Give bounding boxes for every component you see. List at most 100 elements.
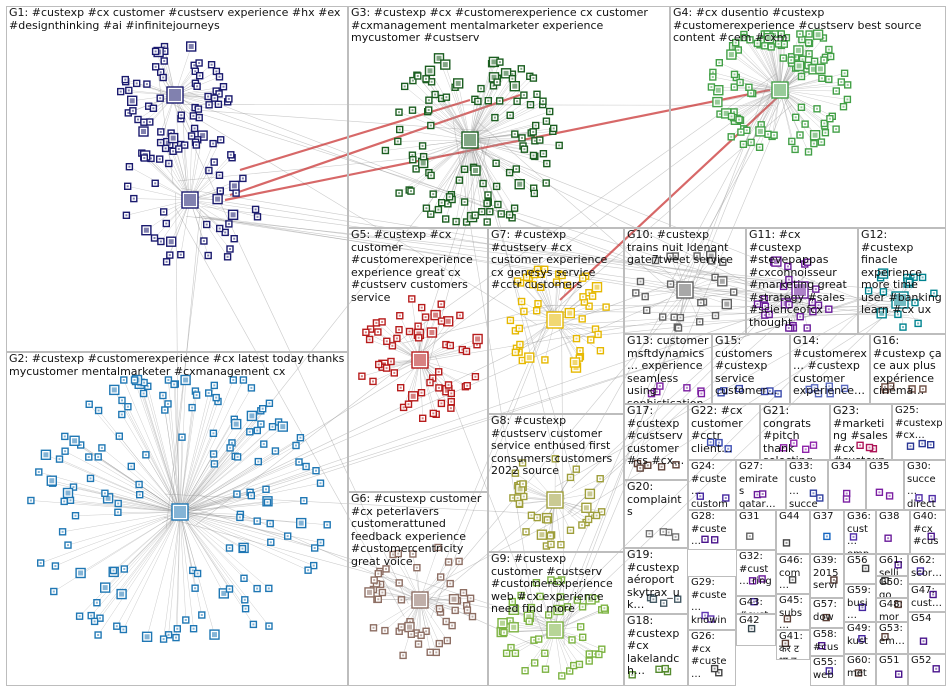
group-label-g4: G4: #cx dusentio #custexp #customerexper…: [673, 7, 943, 45]
group-label-g53: G53: em…: [879, 623, 905, 648]
group-panel-g8: G8: #custexp #custserv customer service …: [488, 414, 624, 552]
group-label-g14: G14: #customerex… #custexp customer expe…: [793, 335, 867, 398]
group-label-g48: G48: mor…: [879, 599, 905, 622]
group-panel-g34: G34: [828, 460, 866, 510]
group-panel-g36: G36: cust… emp…: [844, 510, 876, 554]
group-panel-g17: G17: #custexp #custserv customer #cs #cx…: [624, 404, 688, 480]
group-panel-g56: G56: [844, 554, 876, 584]
group-panel-g49: G49: kust…: [844, 622, 876, 654]
group-label-g62: G62: scor…: [911, 555, 943, 580]
group-label-g56: G56: [847, 555, 873, 568]
group-label-g24: G24: #custe… custom… employ…: [691, 461, 733, 510]
group-label-g51: G51: [879, 655, 905, 668]
group-label-g1: G1: #custexp #cx customer #custserv expe…: [9, 7, 345, 32]
group-label-g9: G9: #custexp customer #custserv #custome…: [491, 553, 621, 616]
group-panel-g48: G48: mor…: [876, 598, 908, 622]
group-label-g27: G27: emirates qatar…: [739, 461, 783, 510]
group-label-g47: G47: cust…: [911, 585, 943, 610]
group-panel-g11: G11: #cx #custexp #stevepappas #cxconnoi…: [746, 228, 858, 334]
group-panel-g20: G20: complaints: [624, 480, 688, 548]
group-label-g6: G6: #custexp customer #cx peterlavers cu…: [351, 493, 485, 568]
group-panel-g61: G61: selli…: [876, 554, 908, 576]
group-panel-g25: G25: #custexp #cx…: [892, 404, 946, 460]
group-panel-g43: G43: #cust…: [736, 596, 776, 614]
group-label-g33: G33: custo… succe…: [789, 461, 825, 510]
group-label-g36: G36: cust… emp…: [847, 511, 873, 554]
group-label-g61: G61: selli…: [879, 555, 905, 576]
group-panel-g62: G62: scor…: [908, 554, 946, 584]
group-panel-g37: G37: [810, 510, 844, 554]
group-label-g57: G57: dow…: [813, 599, 841, 628]
group-panel-g38: G38: [876, 510, 910, 554]
group-label-g60: G60: met…: [847, 655, 873, 686]
group-label-g32: G32: #cust… ring: [739, 551, 773, 589]
group-panel-g16: G16: #custexp ça ce aux plus expérience …: [870, 334, 946, 404]
group-label-g19: G19: #custexp aéroport skytrax_uk…: [627, 549, 685, 612]
group-panel-g54: G54: [908, 612, 946, 654]
group-panel-g12: G12: #custexp finacle experience more ti…: [858, 228, 946, 334]
group-panel-g44: G44: [776, 510, 810, 554]
group-panel-g41: G41: कर ट था ह…: [776, 630, 810, 660]
group-panel-g18: G18: #custexp #cx lakelandch…: [624, 614, 688, 686]
group-label-g28: G28: #custe… #cctr…: [691, 511, 733, 550]
group-label-g7: G7: #custexp #custserv #cx customer expe…: [491, 229, 621, 292]
group-panel-g15: G15: customers #custexp service customer…: [712, 334, 790, 404]
group-panel-g53: G53: em…: [876, 622, 908, 654]
group-panel-g40: G40: #cx #cus…: [910, 510, 946, 554]
group-panel-g31: G31: [736, 510, 776, 550]
group-label-g18: G18: #custexp #cx lakelandch…: [627, 615, 685, 678]
group-label-g26: G26: #cx #custe…: [691, 631, 733, 681]
group-panel-g42: G42: [736, 614, 776, 646]
group-panel-g39: G39: 2015 servi…: [810, 554, 844, 598]
group-panel-g27: G27: emirates qatar…: [736, 460, 786, 510]
group-panel-g24: G24: #custe… custom… employ…: [688, 460, 736, 510]
group-panel-g32: G32: #cust… ring: [736, 550, 776, 596]
group-label-g30: G30: succe… direct…: [907, 461, 943, 510]
group-panel-g26: G26: #cx #custe…: [688, 630, 736, 686]
group-panel-g60: G60: met…: [844, 654, 876, 686]
group-panel-g10: G10: #custexp trains nuit ldenant gate7t…: [624, 228, 746, 334]
group-label-g38: G38: [879, 511, 907, 524]
group-panel-g22: G22: #cx customer #cctr client…: [688, 404, 760, 460]
group-panel-g9: G9: #custexp customer #custserv #custome…: [488, 552, 624, 686]
group-label-g8: G8: #custexp #custserv customer service …: [491, 415, 621, 478]
group-label-g23: G23: #marketing #sales #cx #custexp…: [833, 405, 889, 460]
group-label-g39: G39: 2015 servi…: [813, 555, 841, 598]
group-label-g16: G16: #custexp ça ce aux plus expérience …: [873, 335, 943, 398]
group-panel-g19: G19: #custexp aéroport skytrax_uk…: [624, 548, 688, 614]
group-label-g29: G29: #custe… knowin…: [691, 577, 733, 630]
group-panel-g1: G1: #custexp #cx customer #custserv expe…: [6, 6, 348, 352]
group-panel-g58: G58: #cus…: [810, 628, 844, 656]
group-panel-g45: G45: subs… sam…: [776, 594, 810, 630]
group-label-g59: G59: busi…: [847, 585, 873, 622]
group-label-g58: G58: #cus…: [813, 629, 841, 656]
group-panel-g55: G55: web…: [810, 656, 844, 686]
group-label-g49: G49: kust…: [847, 623, 873, 654]
group-label-g11: G11: #cx #custexp #stevepappas #cxconnoi…: [749, 229, 855, 329]
group-label-g45: G45: subs… sam…: [779, 595, 807, 630]
group-panel-g29: G29: #custe… knowin…: [688, 576, 736, 630]
group-label-g20: G20: complaints: [627, 481, 685, 519]
group-label-g2: G2: #custexp #customerexperience #cx lat…: [9, 353, 345, 378]
group-label-g13: G13: customer msftdynamics… experience s…: [627, 335, 709, 404]
group-panel-g4: G4: #cx dusentio #custexp #customerexper…: [670, 6, 946, 228]
group-label-g44: G44: [779, 511, 807, 524]
group-panel-g23: G23: #marketing #sales #cx #custexp…: [830, 404, 892, 460]
group-label-g34: G34: [831, 461, 863, 474]
group-label-g25: G25: #custexp #cx…: [895, 405, 943, 443]
group-label-g50: G50: go: [879, 577, 905, 598]
group-label-g5: G5: #custexp #cx customer #customerexper…: [351, 229, 485, 304]
group-panel-g47: G47: cust…: [908, 584, 946, 612]
group-label-g55: G55: web…: [813, 657, 841, 686]
group-label-g15: G15: customers #custexp service customer…: [715, 335, 787, 398]
group-label-g31: G31: [739, 511, 773, 524]
group-panel-g46: G46: com… requ…: [776, 554, 810, 594]
group-panel-g14: G14: #customerex… #custexp customer expe…: [790, 334, 870, 404]
group-label-g10: G10: #custexp trains nuit ldenant gate7t…: [627, 229, 743, 267]
group-panel-g50: G50: go: [876, 576, 908, 598]
group-label-g41: G41: कर ट था ह…: [779, 631, 807, 660]
group-panel-g13: G13: customer msftdynamics… experience s…: [624, 334, 712, 404]
group-label-g21: G21: congrats #pitch thank selecting…: [763, 405, 827, 460]
group-label-g43: G43: #cust…: [739, 597, 773, 614]
group-label-g40: G40: #cx #cus…: [913, 511, 943, 554]
